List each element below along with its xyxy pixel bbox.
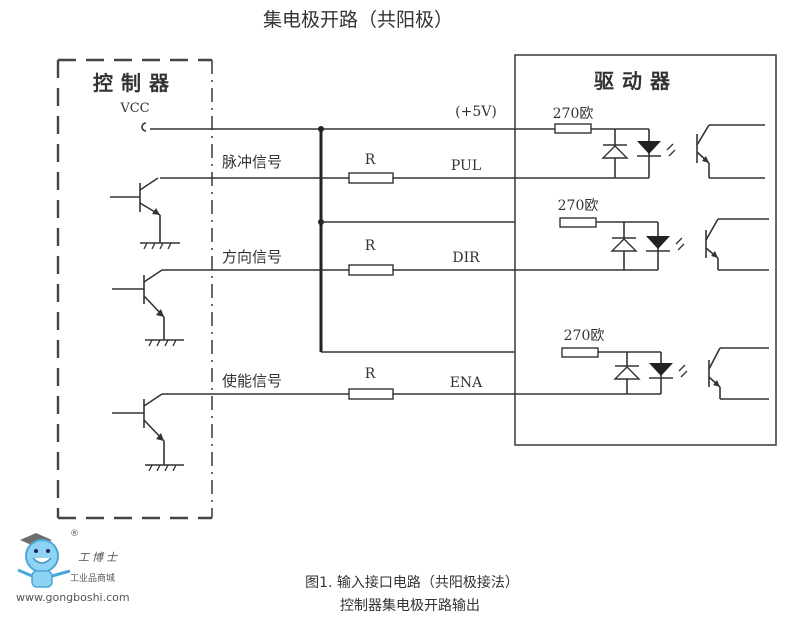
signal-name: 方向信号 — [222, 248, 282, 266]
light-emission-icon — [666, 143, 676, 157]
ground-icon — [145, 464, 184, 472]
signal-row-pul: 脉冲信号 R PUL — [110, 152, 515, 250]
resistor-label: R — [365, 366, 376, 382]
resistor-label: R — [365, 152, 376, 168]
npn-transistor-icon — [110, 177, 161, 243]
junction-dot — [318, 126, 324, 132]
registered-mark: ® — [70, 529, 79, 539]
watermark-logo: ® 工博士 工业品商城 www.gongboshi.com — [16, 529, 130, 604]
ground-icon — [140, 242, 180, 250]
diagram-title: 集电极开路（共阳极） — [263, 9, 453, 31]
resistor-label: 270欧 — [558, 198, 599, 214]
resistor-270 — [561, 347, 599, 358]
signal-name: 脉冲信号 — [222, 153, 282, 171]
driver-box — [514, 54, 777, 446]
controller-label: 控制器 — [93, 71, 177, 95]
signal-row-dir: 方向信号 R DIR — [112, 238, 515, 347]
diode-icon — [610, 237, 638, 252]
caption-line-1: 图1. 输入接口电路（共阳极接法） — [305, 574, 519, 591]
wrench-icon — [17, 568, 33, 578]
optocoupler-3: 270欧 — [515, 328, 769, 400]
optocoupler-2: 270欧 — [515, 198, 769, 271]
terminal-label: PUL — [451, 158, 481, 174]
ground-icon — [145, 339, 184, 347]
resistor-label: 270欧 — [564, 328, 605, 344]
brand-subtitle: 工业品商城 — [70, 572, 115, 584]
mascot-body-icon — [31, 570, 53, 588]
resistor-label: R — [365, 238, 376, 254]
light-emission-icon — [675, 237, 685, 251]
mascot-face-icon — [25, 539, 59, 573]
light-emission-icon — [678, 364, 688, 378]
controller-box — [56, 58, 213, 520]
resistor-r — [348, 264, 394, 276]
brand-url: www.gongboshi.com — [16, 591, 130, 604]
terminal-label: ENA — [450, 375, 483, 391]
signal-name: 使能信号 — [222, 372, 282, 390]
resistor-270 — [554, 123, 592, 134]
resistor-label: 270欧 — [553, 106, 594, 122]
signal-row-ena: 使能信号 R ENA — [112, 366, 515, 472]
resistor-270 — [559, 217, 597, 228]
led-icon — [646, 236, 670, 252]
brand-name: 工博士 — [78, 551, 120, 564]
driver-label: 驱动器 — [594, 69, 678, 93]
vcc-label: VCC — [119, 101, 149, 116]
led-icon — [637, 141, 661, 157]
optocoupler-1: 270欧 — [515, 106, 765, 179]
caption-line-2: 控制器集电极开路输出 — [340, 597, 480, 614]
terminal-label: DIR — [452, 250, 480, 266]
led-icon — [649, 363, 673, 379]
npn-transistor-icon — [112, 393, 165, 465]
npn-transistor-icon — [112, 269, 165, 340]
phototransistor-icon — [705, 218, 769, 271]
diode-icon — [601, 144, 629, 159]
diode-icon — [613, 365, 641, 380]
phototransistor-icon — [708, 347, 769, 400]
supply-label: (+5V) — [455, 104, 497, 120]
vcc-terminal-icon — [141, 122, 147, 132]
resistor-r — [348, 388, 394, 400]
phototransistor-icon — [696, 124, 765, 179]
resistor-r — [348, 172, 394, 184]
